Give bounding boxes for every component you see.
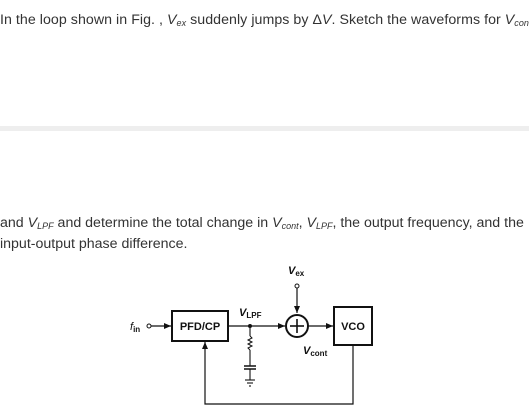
- vco-label: VCO: [341, 321, 365, 333]
- vlpf-label: VLPF: [239, 307, 262, 320]
- pll-block-diagram: fin PFD/CP VLPF Vex Vcont VCO: [130, 265, 373, 405]
- problem-line-1: In the loop shown in Fig. , Vex suddenly…: [0, 12, 529, 28]
- vex-subscript: ex: [176, 18, 187, 28]
- vex-label: Vex: [288, 265, 305, 278]
- delta-symbol: Δ: [312, 12, 323, 28]
- vcont-symbol: V: [504, 12, 515, 28]
- problem-line-3: input-output phase difference.: [0, 236, 188, 252]
- vex-terminal: [294, 283, 300, 289]
- vlpf-symbol: V: [306, 215, 316, 231]
- problem-line-2: and VLPF and determine the total change …: [0, 214, 529, 235]
- text-segment: . Sketch the waveforms for: [331, 12, 505, 28]
- vcont-symbol: V: [272, 215, 282, 231]
- vex-symbol: V: [167, 12, 177, 28]
- pfd-cp-block: [171, 310, 229, 342]
- vco-block: [333, 306, 373, 346]
- fin-label: fin: [130, 321, 140, 334]
- vlpf-symbol: V: [27, 215, 38, 231]
- vcont-subscript: cont: [281, 221, 299, 231]
- text-segment: , the output frequency, and the: [332, 215, 524, 231]
- resistor-symbol: [246, 335, 254, 351]
- pfd-cp-label: PFD/CP: [180, 321, 220, 333]
- text-segment: suddenly jumps by: [186, 12, 313, 28]
- text-segment: and: [0, 215, 28, 231]
- text-segment: and determine the total change in: [53, 215, 273, 231]
- feedback-path: [202, 342, 354, 405]
- vcont-label: Vcont: [303, 345, 328, 358]
- input-terminal: [146, 323, 152, 329]
- section-divider: [0, 126, 529, 131]
- vcont-subscript: con: [514, 18, 529, 28]
- vlpf-node: [248, 324, 252, 328]
- delta-v-letter: V: [322, 12, 332, 28]
- text-segment: In the loop shown in Fig. ,: [0, 12, 168, 28]
- text-segment: ,: [298, 215, 307, 231]
- problem-paragraph-2: and VLPF and determine the total change …: [0, 214, 529, 253]
- vlpf-subscript: LPF: [37, 221, 54, 231]
- vlpf-subscript: LPF: [315, 221, 333, 231]
